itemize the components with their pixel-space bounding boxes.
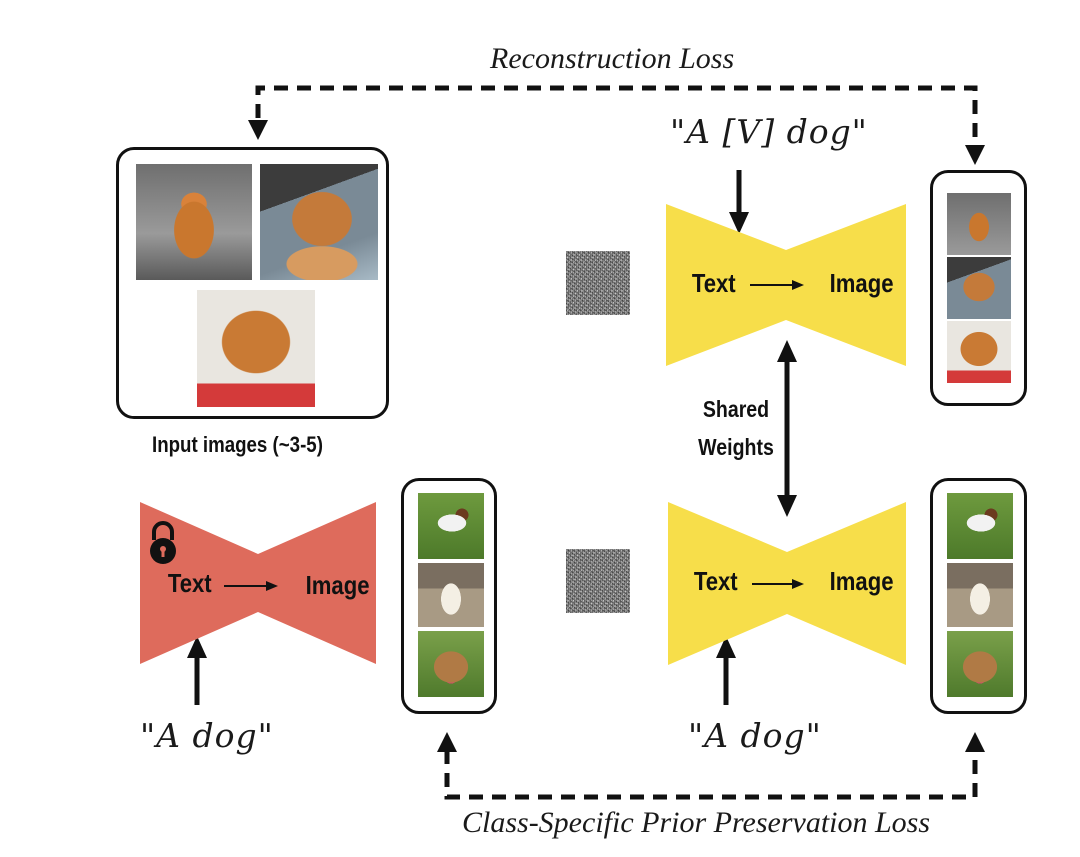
input-images-frame — [116, 147, 389, 419]
reconstruction-arrowhead-left — [248, 120, 268, 140]
input-image-3 — [197, 290, 315, 407]
frozen-model: Text Image — [140, 502, 376, 664]
frozen-image-label: Image — [305, 570, 370, 600]
prior-arrowhead-right — [965, 732, 985, 752]
lock-icon — [150, 521, 176, 564]
reconstruction-output-frame — [930, 170, 1027, 406]
output-image-2 — [947, 257, 1011, 319]
shared-weights-line2: Weights — [698, 434, 774, 460]
output-image-1 — [947, 193, 1011, 255]
finetuned-model-bottom: Text Image — [668, 502, 906, 665]
bottom-right-prompt: "A dog" — [688, 716, 822, 755]
input-images-caption: Input images (~3-5) — [152, 432, 323, 457]
reconstruction-loss-label: Reconstruction Loss — [490, 42, 735, 75]
finetuned-bottom-text-label: Text — [693, 566, 738, 596]
reconstruction-arrowhead-right — [965, 145, 985, 165]
prior-output-frame — [401, 478, 497, 714]
prior-arrowhead-left — [437, 732, 457, 752]
input-image-1 — [136, 164, 252, 280]
finetuned-top-image-label: Image — [829, 268, 894, 298]
noise-input-top — [566, 251, 630, 315]
top-prompt: "A [V] dog" — [670, 112, 868, 151]
finetuned-prior-output-frame — [930, 478, 1027, 714]
prior-image-1 — [418, 493, 484, 559]
finetuned-bottom-image-label: Image — [829, 566, 894, 596]
finetuned-prior-image-1 — [947, 493, 1013, 559]
finetuned-model-top-shape — [666, 204, 906, 366]
shared-weights-line1: Shared — [702, 396, 770, 422]
finetuned-top-text-label: Text — [691, 268, 736, 298]
prior-image-3 — [418, 631, 484, 697]
bottom-left-prompt: "A dog" — [140, 716, 274, 755]
input-image-2 — [260, 164, 378, 280]
prior-image-2 — [418, 563, 484, 627]
finetuned-model-bottom-shape — [668, 502, 906, 665]
output-image-3 — [947, 321, 1011, 383]
finetuned-prior-image-3 — [947, 631, 1013, 697]
noise-input-bottom — [566, 549, 630, 613]
frozen-text-label: Text — [167, 568, 212, 598]
shared-weights-label: Shared Weights — [694, 390, 779, 466]
finetuned-prior-image-2 — [947, 563, 1013, 627]
prior-loss-connector — [444, 750, 978, 800]
finetuned-model-top: Text Image — [666, 204, 906, 366]
prior-preservation-loss-label: Class-Specific Prior Preservation Loss — [462, 806, 931, 839]
frozen-model-shape — [140, 502, 376, 664]
